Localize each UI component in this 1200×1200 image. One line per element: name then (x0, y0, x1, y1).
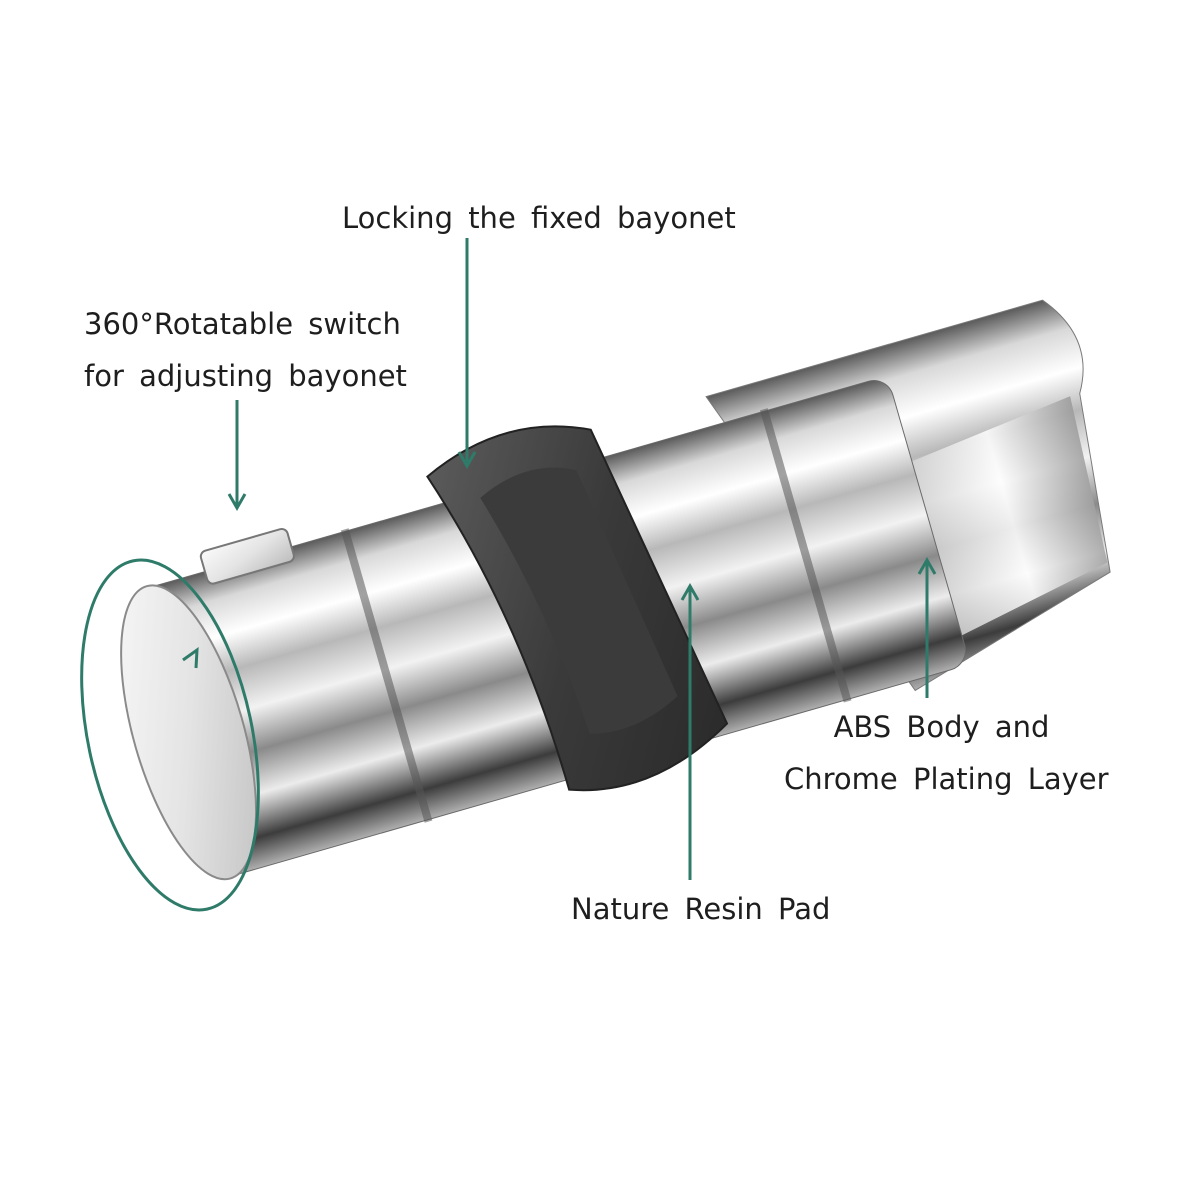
pad-text: Nature Resin Pad (571, 892, 831, 926)
arrow-head-icon (227, 493, 247, 512)
resin-pad-inner (480, 467, 678, 734)
callout-line-pad (680, 582, 700, 880)
ring-seam-right (759, 408, 852, 703)
end-cap[interactable] (94, 571, 284, 894)
arrow-head-icon (917, 556, 937, 575)
circular-arrow-icon (80, 558, 260, 912)
callout-pad-label: Nature Resin Pad (571, 883, 830, 935)
body-text-line2: Chrome Plating Layer (784, 762, 1109, 796)
arrow-head-icon (457, 451, 477, 470)
callout-line-switch (227, 400, 247, 512)
rotatable-switch-tab[interactable] (199, 527, 295, 585)
switch-text-line1: 360°Rotatable switch (84, 307, 401, 341)
body-text-line1: ABS Body and (833, 710, 1050, 744)
ring-seam-left (340, 528, 433, 823)
switch-text-line2: for adjusting bayonet (84, 359, 407, 393)
callout-switch-label: 360°Rotatable switch for adjusting bayon… (84, 298, 407, 402)
shower-slider-body (94, 299, 1111, 894)
callout-locking-label: Locking the fixed bayonet (342, 192, 736, 244)
cradle-inner (902, 396, 1108, 636)
callout-body-label: ABS Body and Chrome Plating Layer (784, 701, 1109, 805)
callout-line-locking (457, 238, 477, 470)
arrow-head-icon (680, 582, 700, 601)
callout-line-body (917, 556, 937, 698)
locking-text: Locking the fixed bayonet (342, 201, 736, 235)
